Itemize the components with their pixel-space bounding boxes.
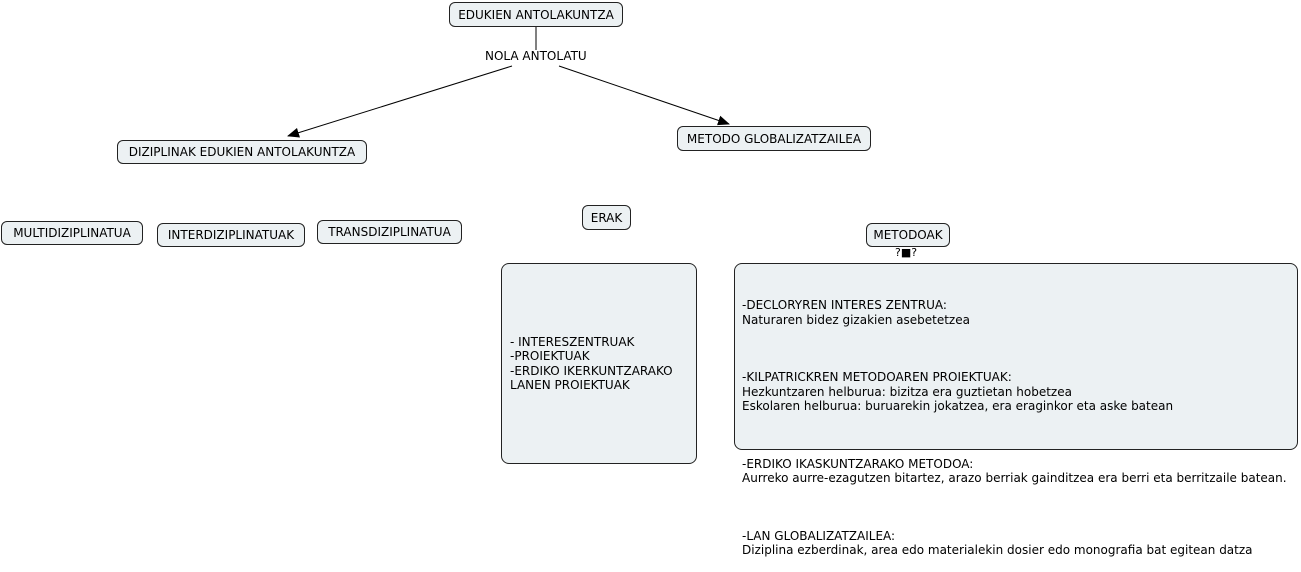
interdiziplinatuak-node[interactable]: INTERDIZIPLINATUAK [157,223,305,247]
erak-content-text: - INTERESZENTRUAK -PROIEKTUAK -ERDIKO IK… [510,334,673,393]
metodoak-content-box[interactable]: -DECLORYREN INTERES ZENTRUA: Naturaren b… [734,263,1298,557]
metodoak-paragraph-3: -ERDIKO IKASKUNTZARAKO METODOA: Aurreko … [742,456,1287,486]
connector-lines [287,27,730,138]
erak-content-box[interactable]: - INTERESZENTRUAK -PROIEKTUAK -ERDIKO IK… [501,263,697,464]
arrow-to-diziplinak [287,65,513,138]
root-node[interactable]: EDUKIEN ANTOLAKUNTZA [449,2,623,27]
metodoak-node[interactable]: METODOAK [866,223,950,247]
metodoak-marker: ?■? [895,246,918,259]
metodo-globalizatzailea-node[interactable]: METODO GLOBALIZATZAILEA [677,126,871,151]
metodoak-paragraph-4: -LAN GLOBALIZATZAILEA: Diziplina ezberdi… [742,528,1253,558]
link-label: NOLA ANTOLATU [485,49,587,63]
diziplinak-node[interactable]: DIZIPLINAK EDUKIEN ANTOLAKUNTZA [117,140,367,164]
transdiziplinatua-node[interactable]: TRANSDIZIPLINATUA [317,220,462,244]
arrow-to-metodo [558,65,730,126]
metodoak-paragraph-2: -KILPATRICKREN METODOAREN PROIEKTUAK: He… [742,370,1174,413]
metodoak-paragraph-1: -DECLORYREN INTERES ZENTRUA: Naturaren b… [742,298,970,327]
multidiziplinatua-node[interactable]: MULTIDIZIPLINATUA [1,221,143,245]
erak-node[interactable]: ERAK [582,205,631,230]
